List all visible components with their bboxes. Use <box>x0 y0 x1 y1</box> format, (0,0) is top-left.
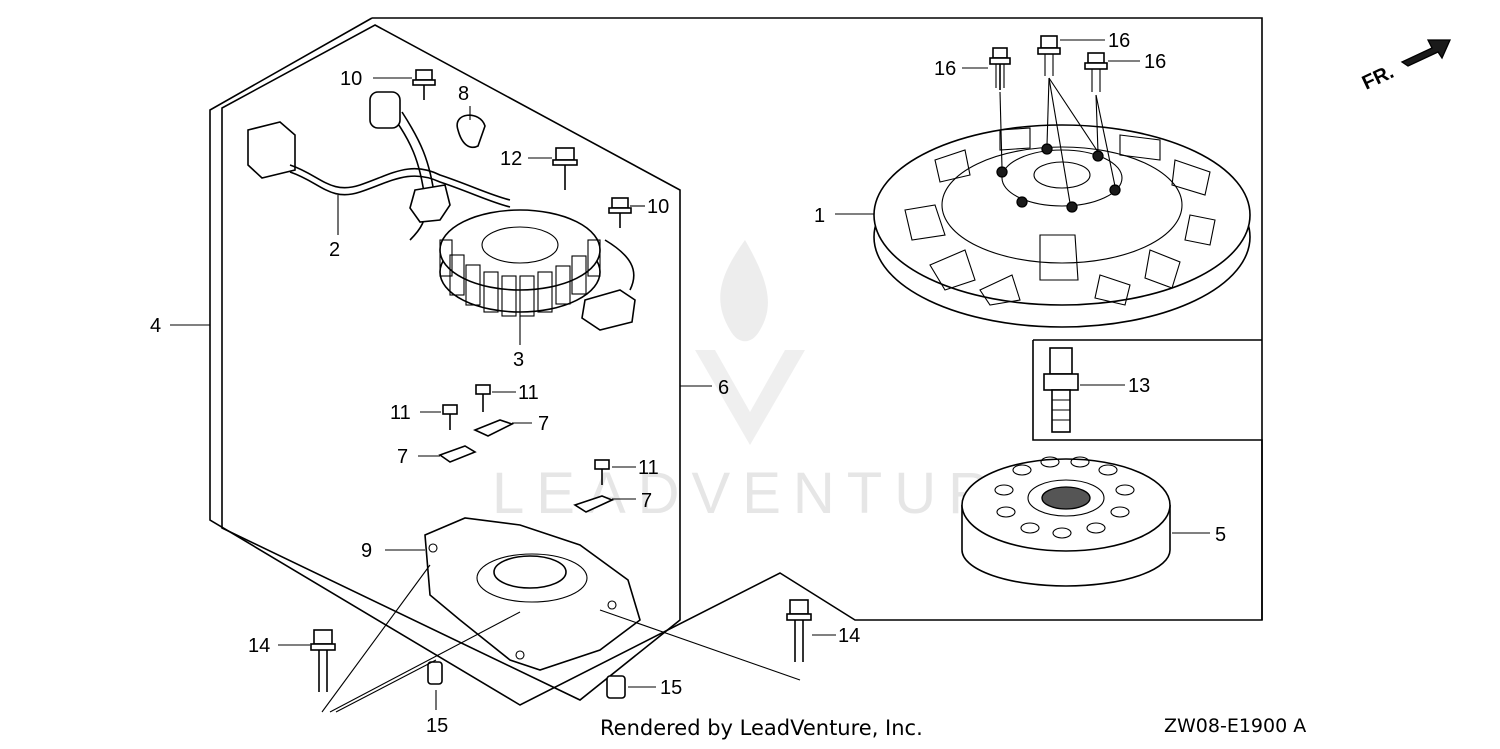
stator-assembly-outline <box>209 17 1263 706</box>
callout-7-b: 7 <box>397 446 408 468</box>
part-9-stator-base <box>385 517 641 671</box>
part-14-bolt-left <box>278 629 336 692</box>
part-16-bolt-center <box>1037 35 1061 76</box>
front-direction-label: FR. <box>1359 61 1397 95</box>
part-13-stud-bolt <box>1043 347 1125 433</box>
watermark-text: LEADVENTURE <box>492 461 1053 526</box>
flywheel-group-outline <box>1032 339 1263 620</box>
callout-7-c: 7 <box>641 490 652 512</box>
callout-16-a: 16 <box>1108 30 1130 52</box>
part-16-bolt-left <box>989 47 1011 90</box>
callout-7-a: 7 <box>538 413 549 435</box>
part-15-collar-left <box>427 661 443 710</box>
part-10-screw-top <box>373 69 436 100</box>
leader-lines <box>170 213 874 713</box>
callout-1: 1 <box>814 205 825 227</box>
part-5-flywheel <box>961 456 1210 587</box>
callout-10-b: 10 <box>647 196 669 218</box>
callout-5: 5 <box>1215 524 1226 546</box>
part-10-screw-right <box>608 197 645 228</box>
callout-12: 12 <box>500 148 522 170</box>
part-7-terminal-b <box>418 445 477 463</box>
callout-3: 3 <box>513 349 524 371</box>
part-7-terminal-a <box>472 419 532 437</box>
part-16-bolt-right <box>1084 52 1108 92</box>
callout-16-b: 16 <box>934 58 956 80</box>
callout-6: 6 <box>718 377 729 399</box>
leadventure-watermark-logo <box>695 240 805 445</box>
part-11-screw-b <box>420 404 458 430</box>
part-1-fan-plate <box>873 124 1251 328</box>
callout-16-c: 16 <box>1144 51 1166 73</box>
part-3-stator-coil <box>439 209 601 345</box>
part-8-wire-clip <box>456 106 486 149</box>
part-7-terminal-c <box>573 495 636 513</box>
callout-9: 9 <box>361 540 372 562</box>
callout-2: 2 <box>329 239 340 261</box>
part-11-screw-c <box>594 459 636 485</box>
callout-11-c: 11 <box>638 457 659 479</box>
callout-4: 4 <box>150 315 161 337</box>
part-11-screw-a <box>475 384 516 412</box>
callout-10-a: 10 <box>340 68 362 90</box>
callout-14-a: 14 <box>248 635 270 657</box>
rendered-by-credit: Rendered by LeadVenture, Inc. <box>600 716 923 740</box>
callout-13: 13 <box>1128 375 1150 397</box>
front-direction-arrow-icon <box>1400 39 1452 67</box>
callout-15-b: 15 <box>660 677 682 699</box>
callout-15-a: 15 <box>426 715 448 737</box>
part-14-bolt-right <box>786 599 836 662</box>
callout-14-b: 14 <box>838 625 860 647</box>
callout-11-a: 11 <box>518 382 539 404</box>
part-12-screw <box>528 147 578 190</box>
callout-8: 8 <box>458 83 469 105</box>
diagram-code: ZW08-E1900 A <box>1164 715 1307 737</box>
part-15-collar-right <box>606 675 656 699</box>
part-2-wire-harness <box>247 91 636 331</box>
part-16-leader-lines <box>962 39 1140 204</box>
base-assembly-outline <box>221 24 681 701</box>
callout-11-b: 11 <box>390 402 411 424</box>
callout-labels: 1 2 3 4 5 6 7 7 7 8 9 10 10 11 11 11 12 … <box>150 30 1226 737</box>
